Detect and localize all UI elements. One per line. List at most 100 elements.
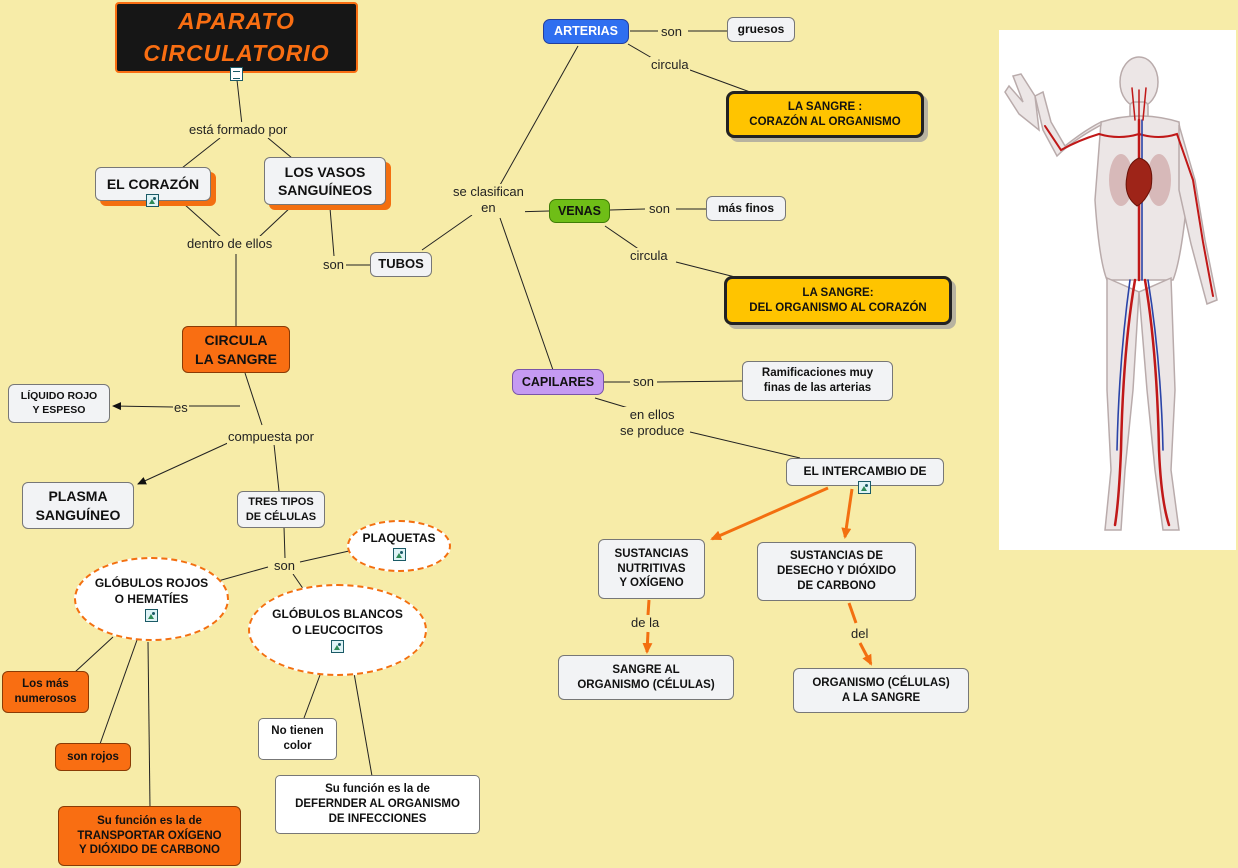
image-icon[interactable] xyxy=(145,609,158,623)
arterias-label: ARTERIAS xyxy=(554,24,618,39)
node-liquido-rojo[interactable]: LÍQUIDO ROJO Y ESPESO xyxy=(8,384,110,423)
node-sangre-organismo-al-corazon[interactable]: LA SANGRE: DEL ORGANISMO AL CORAZÓN xyxy=(724,276,952,325)
tres-line-2: DE CÉLULAS xyxy=(245,510,317,523)
liquido-line-2: Y ESPESO xyxy=(32,403,86,416)
funcion-blancos-line-2: DEFERNDER AL ORGANISMO xyxy=(295,798,460,811)
node-sangre-corazon-al-organismo[interactable]: LA SANGRE : CORAZÓN AL ORGANISMO xyxy=(726,91,924,138)
funcion-rojos-line-2: TRANSPORTAR OXÍGENO xyxy=(77,829,222,842)
node-los-vasos-sanguineos[interactable]: LOS VASOS SANGUÍNEOS xyxy=(264,157,386,205)
circula-line-2: LA SANGRE xyxy=(195,350,277,367)
node-ramificaciones[interactable]: Ramificaciones muy finas de las arterias xyxy=(742,361,893,401)
rojos-line-2: O HEMATÍES xyxy=(114,591,189,606)
label-dentro-de-ellos: dentro de ellos xyxy=(186,236,274,252)
funcion-blancos-line-1: Su función es la de xyxy=(325,783,430,796)
node-tres-tipos-de-celulas[interactable]: TRES TIPOS DE CÉLULAS xyxy=(237,491,325,528)
node-arterias[interactable]: ARTERIAS xyxy=(543,19,629,44)
node-son-rojos[interactable]: son rojos xyxy=(55,743,131,771)
funcion-blancos-line-3: DE INFECCIONES xyxy=(328,812,427,825)
tres-line-1: TRES TIPOS xyxy=(248,496,314,509)
human-circulatory-system-image xyxy=(999,30,1236,550)
label-se-produce: se produce xyxy=(620,422,685,438)
label-esta-formado-por: está formado por xyxy=(188,122,289,138)
node-sustancias-nutritivas[interactable]: SUSTANCIAS NUTRITIVAS Y OXÍGENO xyxy=(598,539,705,599)
venas-label: VENAS xyxy=(557,203,602,218)
label-son-capilares: son xyxy=(632,374,655,390)
label-circula-venas: circula xyxy=(629,248,669,264)
node-venas[interactable]: VENAS xyxy=(549,199,610,223)
circula-line-1: CIRCULA xyxy=(204,332,268,349)
organismo-line-2: A LA SANGRE xyxy=(841,691,921,704)
sangre-al-line-2: ORGANISMO (CÉLULAS) xyxy=(577,678,715,691)
liquido-line-1: LÍQUIDO ROJO xyxy=(20,389,98,402)
title-line-2: CIRCULATORIO xyxy=(143,39,330,66)
label-en-ellos: en ellos xyxy=(629,407,675,422)
funcion-rojos-line-3: Y DIÓXIDO DE CARBONO xyxy=(79,844,220,857)
node-capilares[interactable]: CAPILARES xyxy=(512,369,604,395)
plasma-line-1: PLASMA xyxy=(48,488,108,505)
numerosos-line-1: Los más xyxy=(22,678,69,691)
sangre-corazon-line-2: CORAZÓN AL ORGANISMO xyxy=(749,115,901,128)
label-en-ellos-se-produce: en ellos se produce xyxy=(619,407,686,439)
image-icon[interactable] xyxy=(858,481,871,494)
label-son-tubos: son xyxy=(322,257,345,273)
plasma-line-2: SANGUÍNEO xyxy=(35,506,121,523)
node-globulos-blancos[interactable]: GLÓBULOS BLANCOS O LEUCOCITOS xyxy=(248,584,427,676)
node-funcion-globulos-rojos[interactable]: Su función es la de TRANSPORTAR OXÍGENO … xyxy=(58,806,241,866)
label-se-clasifican: se clasifican xyxy=(453,184,524,199)
gruesos-label: gruesos xyxy=(737,21,785,36)
image-icon[interactable] xyxy=(146,194,159,207)
node-sustancias-de-desecho[interactable]: SUSTANCIAS DE DESECHO Y DIÓXIDO DE CARBO… xyxy=(757,542,916,601)
no-color-line-2: color xyxy=(283,740,312,752)
node-circula-la-sangre[interactable]: CIRCULA LA SANGRE xyxy=(182,326,290,373)
desecho-line-3: DE CARBONO xyxy=(797,579,876,592)
label-en: en xyxy=(481,199,496,215)
node-no-tienen-color[interactable]: No tienen color xyxy=(258,718,337,760)
node-organismo-a-la-sangre[interactable]: ORGANISMO (CÉLULAS) A LA SANGRE xyxy=(793,668,969,713)
desecho-line-2: DESECHO Y DIÓXIDO xyxy=(776,565,897,578)
blancos-line-1: GLÓBULOS BLANCOS xyxy=(272,606,403,621)
no-color-line-1: No tienen xyxy=(271,725,324,738)
image-icon[interactable] xyxy=(392,548,406,562)
nutritivas-line-2: NUTRITIVAS xyxy=(617,562,686,575)
node-tubos[interactable]: TUBOS xyxy=(370,252,432,277)
node-mas-finos[interactable]: más finos xyxy=(706,196,786,221)
rojos-line-1: GLÓBULOS ROJOS xyxy=(94,575,209,590)
mas-finos-label: más finos xyxy=(717,200,774,215)
label-son-venas: son xyxy=(648,201,671,217)
ramificaciones-line-1: Ramificaciones muy xyxy=(761,367,874,380)
sangre-corazon-line-1: LA SANGRE : xyxy=(787,100,863,113)
node-gruesos[interactable]: gruesos xyxy=(727,17,795,42)
label-de-la: de la xyxy=(630,615,661,631)
node-el-corazon-label: EL CORAZÓN xyxy=(106,175,200,192)
numerosos-line-2: numerosos xyxy=(14,693,77,705)
document-icon[interactable] xyxy=(230,67,243,81)
desecho-line-1: SUSTANCIAS DE xyxy=(789,550,884,563)
label-son-arterias: son xyxy=(660,24,683,40)
sangre-organismo-line-2: DEL ORGANISMO AL CORAZÓN xyxy=(749,301,927,314)
sangre-organismo-line-1: LA SANGRE: xyxy=(802,286,874,299)
human-figure-icon xyxy=(1004,56,1218,531)
label-es: es xyxy=(173,400,189,416)
ramificaciones-line-2: finas de las arterias xyxy=(763,382,872,394)
image-icon[interactable] xyxy=(331,640,344,654)
nutritivas-line-3: Y OXÍGENO xyxy=(619,577,684,590)
blancos-line-2: O LEUCOCITOS xyxy=(291,622,384,637)
node-sangre-al-organismo[interactable]: SANGRE AL ORGANISMO (CÉLULAS) xyxy=(558,655,734,700)
node-los-mas-numerosos[interactable]: Los más numerosos xyxy=(2,671,89,713)
label-se-clasifican-en: se clasifican en xyxy=(452,184,525,216)
node-funcion-globulos-blancos[interactable]: Su función es la de DEFERNDER AL ORGANIS… xyxy=(275,775,480,834)
node-plaquetas[interactable]: PLAQUETAS xyxy=(347,520,451,572)
son-rojos-label: son rojos xyxy=(67,750,119,763)
node-plasma-sanguineo[interactable]: PLASMA SANGUÍNEO xyxy=(22,482,134,529)
nutritivas-line-1: SUSTANCIAS xyxy=(614,547,689,560)
label-circula-arterias: circula xyxy=(650,57,690,73)
label-compuesta-por: compuesta por xyxy=(227,429,315,445)
capilares-label: CAPILARES xyxy=(521,374,595,389)
vasos-line-2: SANGUÍNEOS xyxy=(277,182,373,198)
node-tubos-label: TUBOS xyxy=(378,256,424,272)
title-line-1: APARATO xyxy=(178,8,295,35)
node-globulos-rojos[interactable]: GLÓBULOS ROJOS O HEMATÍES xyxy=(74,557,229,641)
label-del: del xyxy=(850,626,870,642)
title-box[interactable]: APARATO CIRCULATORIO xyxy=(115,2,358,73)
plaquetas-label: PLAQUETAS xyxy=(362,530,436,545)
